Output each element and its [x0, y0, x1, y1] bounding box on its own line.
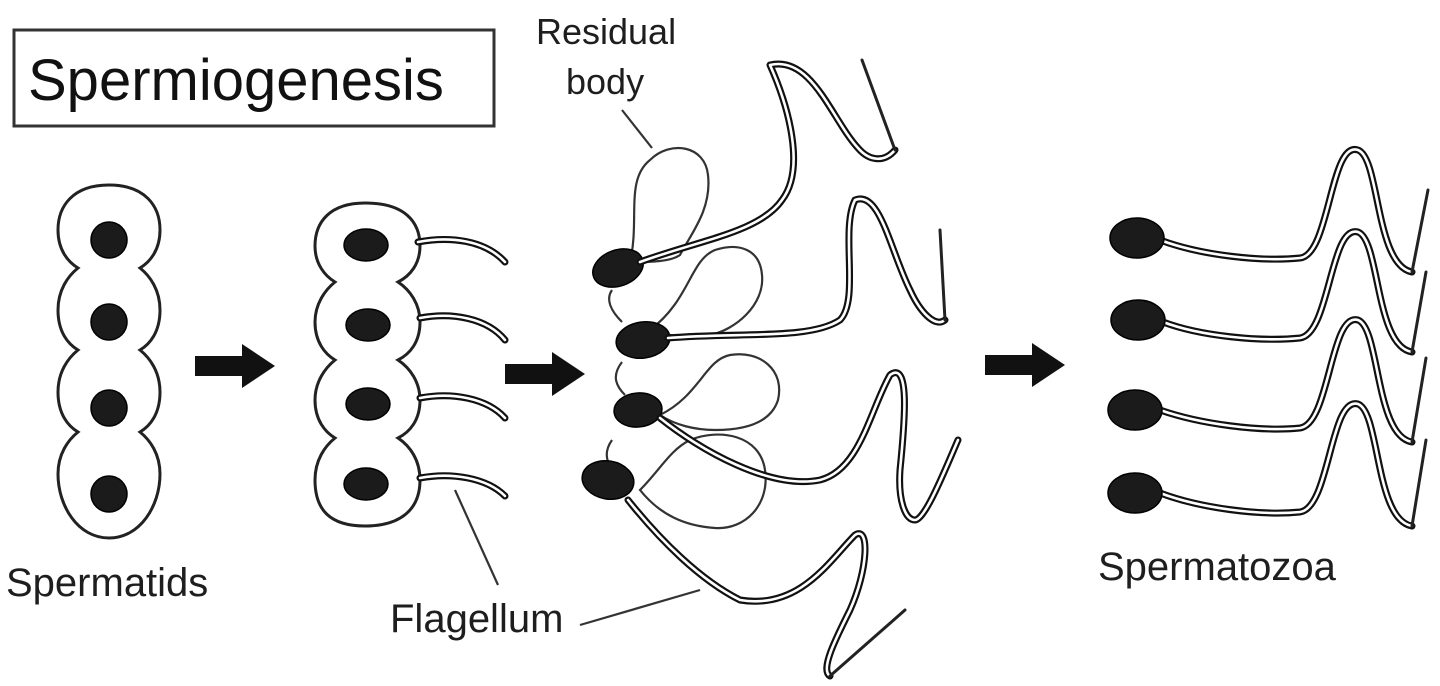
spermatozoon [1109, 146, 1430, 276]
label-spermatids: Spermatids [6, 561, 208, 605]
condensed-nucleus [613, 392, 663, 428]
title-box: Spermiogenesis [12, 28, 496, 128]
spermatozoon [1107, 400, 1428, 530]
label-spermatozoa: Spermatozoa [1098, 545, 1337, 589]
flagellum-pointer [579, 588, 701, 627]
spermatid-cell-column [56, 183, 162, 540]
label-flagellum: Flagellum [390, 597, 563, 641]
spermatid-nucleus [90, 303, 128, 341]
condensed-nucleus [615, 321, 671, 359]
elongating-nucleus [345, 308, 391, 342]
condensed-nucleus [581, 460, 635, 500]
residual-body [628, 146, 710, 264]
elongating-nucleus [343, 467, 389, 501]
short-flagellum [416, 312, 509, 344]
long-flagellum [656, 369, 962, 524]
arrow-right-icon [195, 344, 275, 388]
arrow-right-icon [505, 352, 585, 396]
label-residual-body-line1: Residual [536, 11, 676, 52]
stage-spermatids [56, 183, 162, 540]
stage-developing-spermatids [313, 201, 509, 528]
short-flagellum [414, 236, 509, 266]
spermatozoon [1107, 316, 1428, 446]
residual-body [638, 433, 767, 530]
cytoplasmic-bridge [614, 361, 626, 396]
short-flagellum [416, 472, 509, 500]
long-flagellum [636, 58, 899, 266]
condensed-nucleus [592, 248, 644, 288]
elongating-nucleus [345, 387, 391, 421]
long-flagellum [624, 496, 907, 680]
developing-cell-column [313, 201, 422, 528]
cytoplasmic-bridge [608, 289, 623, 323]
stage-residual-bodies [453, 58, 962, 680]
residual-body [657, 353, 781, 432]
arrow-right-icon [985, 343, 1065, 387]
stage-spermatozoa [1107, 146, 1430, 530]
spermatid-nucleus [90, 389, 128, 427]
spermatid-nucleus [90, 475, 128, 513]
label-residual-body-line2: body [566, 61, 644, 102]
short-flagellum [416, 392, 509, 422]
diagram-title: Spermiogenesis [28, 48, 444, 113]
long-flagellum [664, 195, 949, 342]
elongating-nucleus [343, 228, 389, 262]
spermatid-nucleus [90, 221, 128, 259]
spermatozoon [1110, 228, 1428, 356]
residual-body-pointer [621, 109, 653, 149]
flagellum-pointer [453, 489, 500, 586]
